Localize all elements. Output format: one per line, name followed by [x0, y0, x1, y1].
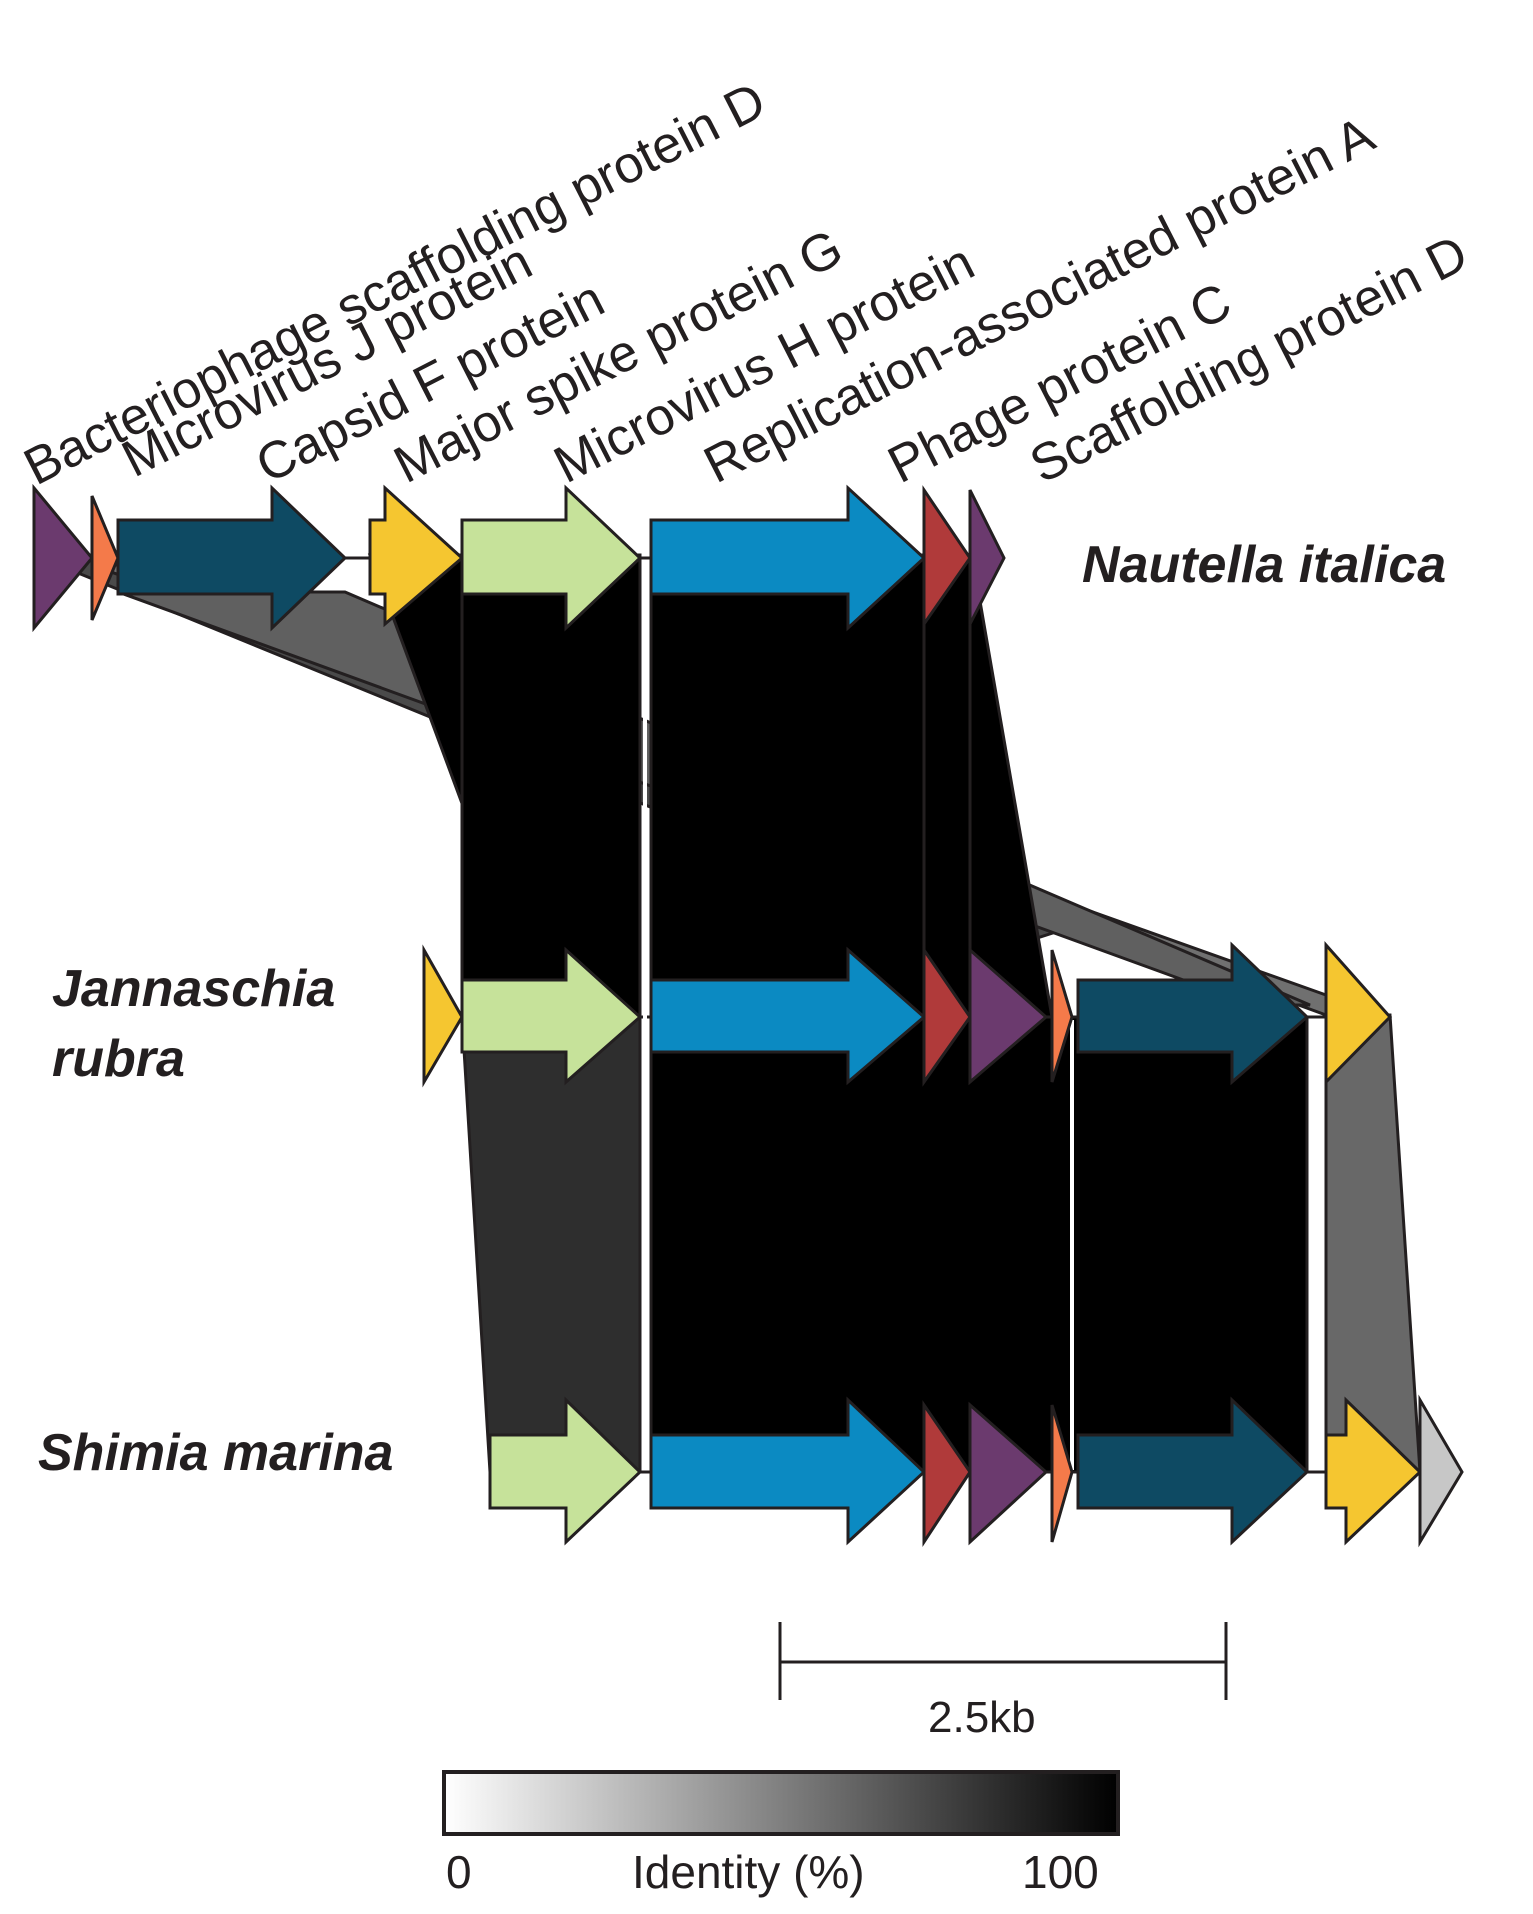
ribbon-blue-nautella-jannaschia [649, 553, 926, 1019]
scale-bar-label: 2.5kb [928, 1693, 1036, 1742]
genes-nautella [32, 483, 1006, 633]
gene-purple-jannaschia [968, 946, 1049, 1086]
ribbons-nautella-jannaschia [33, 553, 1343, 1019]
genome-labels: Nautella italica Jannaschia rubra Shimia… [38, 536, 1446, 1482]
gene-teal-jannaschia [1076, 941, 1310, 1086]
legend-min-label: 0 [446, 1846, 472, 1898]
gene-blue-nautella [649, 484, 927, 632]
identity-gradient-bar [442, 1770, 1120, 1836]
genes-shimia [488, 1394, 1464, 1548]
gene-blue-shimia [649, 1396, 927, 1546]
gene-purple-nautella [32, 483, 94, 633]
gene-green-nautella [460, 484, 643, 632]
ribbon-green-nautella-jannaschia [460, 553, 642, 1019]
gene-red-nautella [922, 485, 972, 629]
genes-jannaschia [422, 941, 1393, 1088]
gene-labels: Bacteriophage scaffolding protein D Micr… [15, 71, 1477, 496]
gene-small-purple-nautella [968, 489, 1006, 625]
gene-gray-shimia [1418, 1394, 1464, 1548]
ribbon-green-jannaschia-shimia [460, 1015, 642, 1474]
ribbons-jannaschia-shimia [460, 1013, 1422, 1474]
ribbon-blue-jannaschia-shimia [649, 1015, 1309, 1474]
gene-orange-nautella [90, 495, 120, 621]
ribbon-red-nautella-jannaschia [922, 553, 972, 1019]
gene-teal-nautella [116, 484, 348, 632]
genome-label-jannaschia-line1: Jannaschia [52, 960, 335, 1018]
gene-green-jannaschia [460, 946, 643, 1086]
genome-label-nautella: Nautella italica [1082, 536, 1446, 594]
gene-purple-shimia [968, 1401, 1049, 1546]
gene-orange-jannaschia [1050, 949, 1074, 1083]
gene-orange-shimia [1050, 1404, 1074, 1543]
gene-teal-shimia [1076, 1396, 1310, 1546]
legend-title: Identity (%) [632, 1846, 865, 1898]
gene-blue-jannaschia [649, 946, 927, 1086]
legend-max-label: 100 [1022, 1846, 1099, 1898]
gene-red-jannaschia [922, 945, 972, 1087]
gene-yellow-nautella [368, 484, 465, 628]
gene-yellow-small-jannaschia [422, 944, 464, 1088]
ribbon-small-purple-nautella-jannaschia [968, 553, 1054, 1019]
ribbon-yellow-jannaschia-shimia [1324, 1013, 1422, 1474]
gene-green-shimia [488, 1396, 643, 1546]
genome-label-shimia: Shimia marina [38, 1424, 393, 1482]
gene-yellow-shimia [1324, 1396, 1423, 1546]
genome-label-jannaschia-line2: rubra [52, 1030, 185, 1088]
scale-bar [778, 1622, 1228, 1700]
gene-red-shimia [922, 1400, 972, 1548]
gene-yellow-jannaschia [1324, 941, 1393, 1086]
ribbon-separators [643, 560, 1318, 1470]
